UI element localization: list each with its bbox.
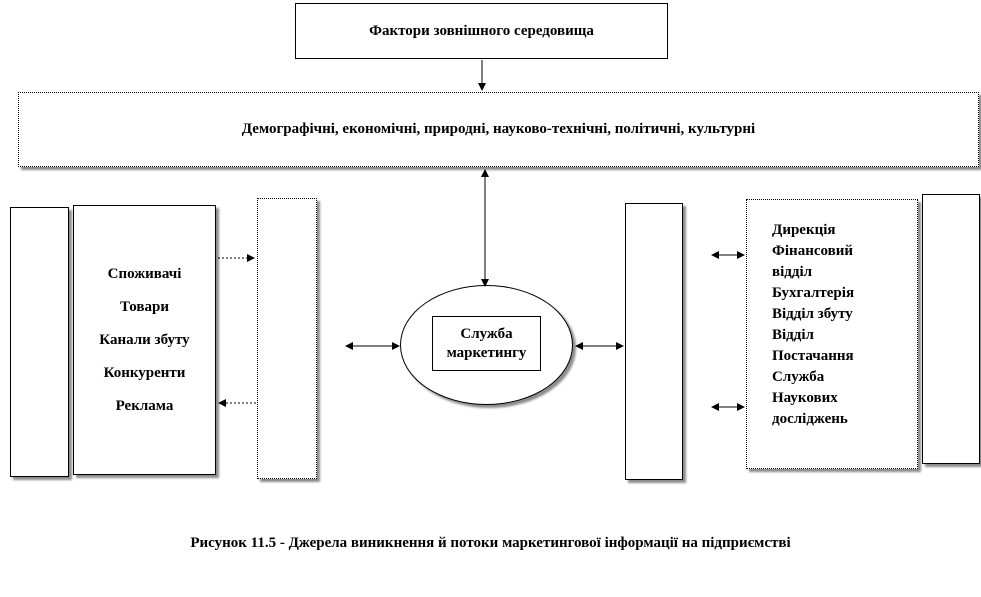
department-item: Відділ збуту xyxy=(772,306,853,322)
department-item: Відділ xyxy=(772,327,814,343)
department-item: Наукових xyxy=(772,390,838,406)
external-source-item: Споживачі xyxy=(107,265,182,282)
department-item: Служба xyxy=(772,369,825,385)
external-source-item: Реклама xyxy=(115,397,174,414)
right-middle-box xyxy=(625,203,683,480)
external-factors-label: Фактори зовнішного середовища xyxy=(369,22,594,39)
department-item: відділ xyxy=(772,264,813,280)
department-item: Постачання xyxy=(772,348,854,364)
right-outer-strip xyxy=(922,194,980,464)
external-source-item: Канали збуту xyxy=(99,331,190,348)
department-item: Бухгалтерія xyxy=(772,285,855,301)
left-outer-strip xyxy=(10,207,69,477)
external-source-item: Товари xyxy=(119,298,170,315)
marketing-service-box: Служба маркетингу xyxy=(432,316,541,371)
department-item: Дирекція xyxy=(772,222,836,238)
department-item: Фінансовий xyxy=(772,243,854,259)
environment-factors-box: Демографічні, економічні, природні, наук… xyxy=(18,92,979,167)
department-item: досліджень xyxy=(772,411,848,427)
marketing-service-line: маркетингу xyxy=(446,344,527,361)
environment-factors-label: Демографічні, економічні, природні, наук… xyxy=(241,121,756,137)
internal-departments-box: Дирекція Фінансовий відділ Бухгалтерія В… xyxy=(746,199,918,469)
marketing-service-line: Служба xyxy=(460,325,513,342)
external-sources-box: Споживачі Товари Канали збуту Конкуренти… xyxy=(73,205,216,475)
external-source-item: Конкуренти xyxy=(103,364,186,381)
left-middle-box xyxy=(257,198,317,479)
external-factors-box: Фактори зовнішного середовища xyxy=(295,3,668,59)
figure-caption: Рисунок 11.5 - Джерела виникнення й пото… xyxy=(190,535,791,551)
